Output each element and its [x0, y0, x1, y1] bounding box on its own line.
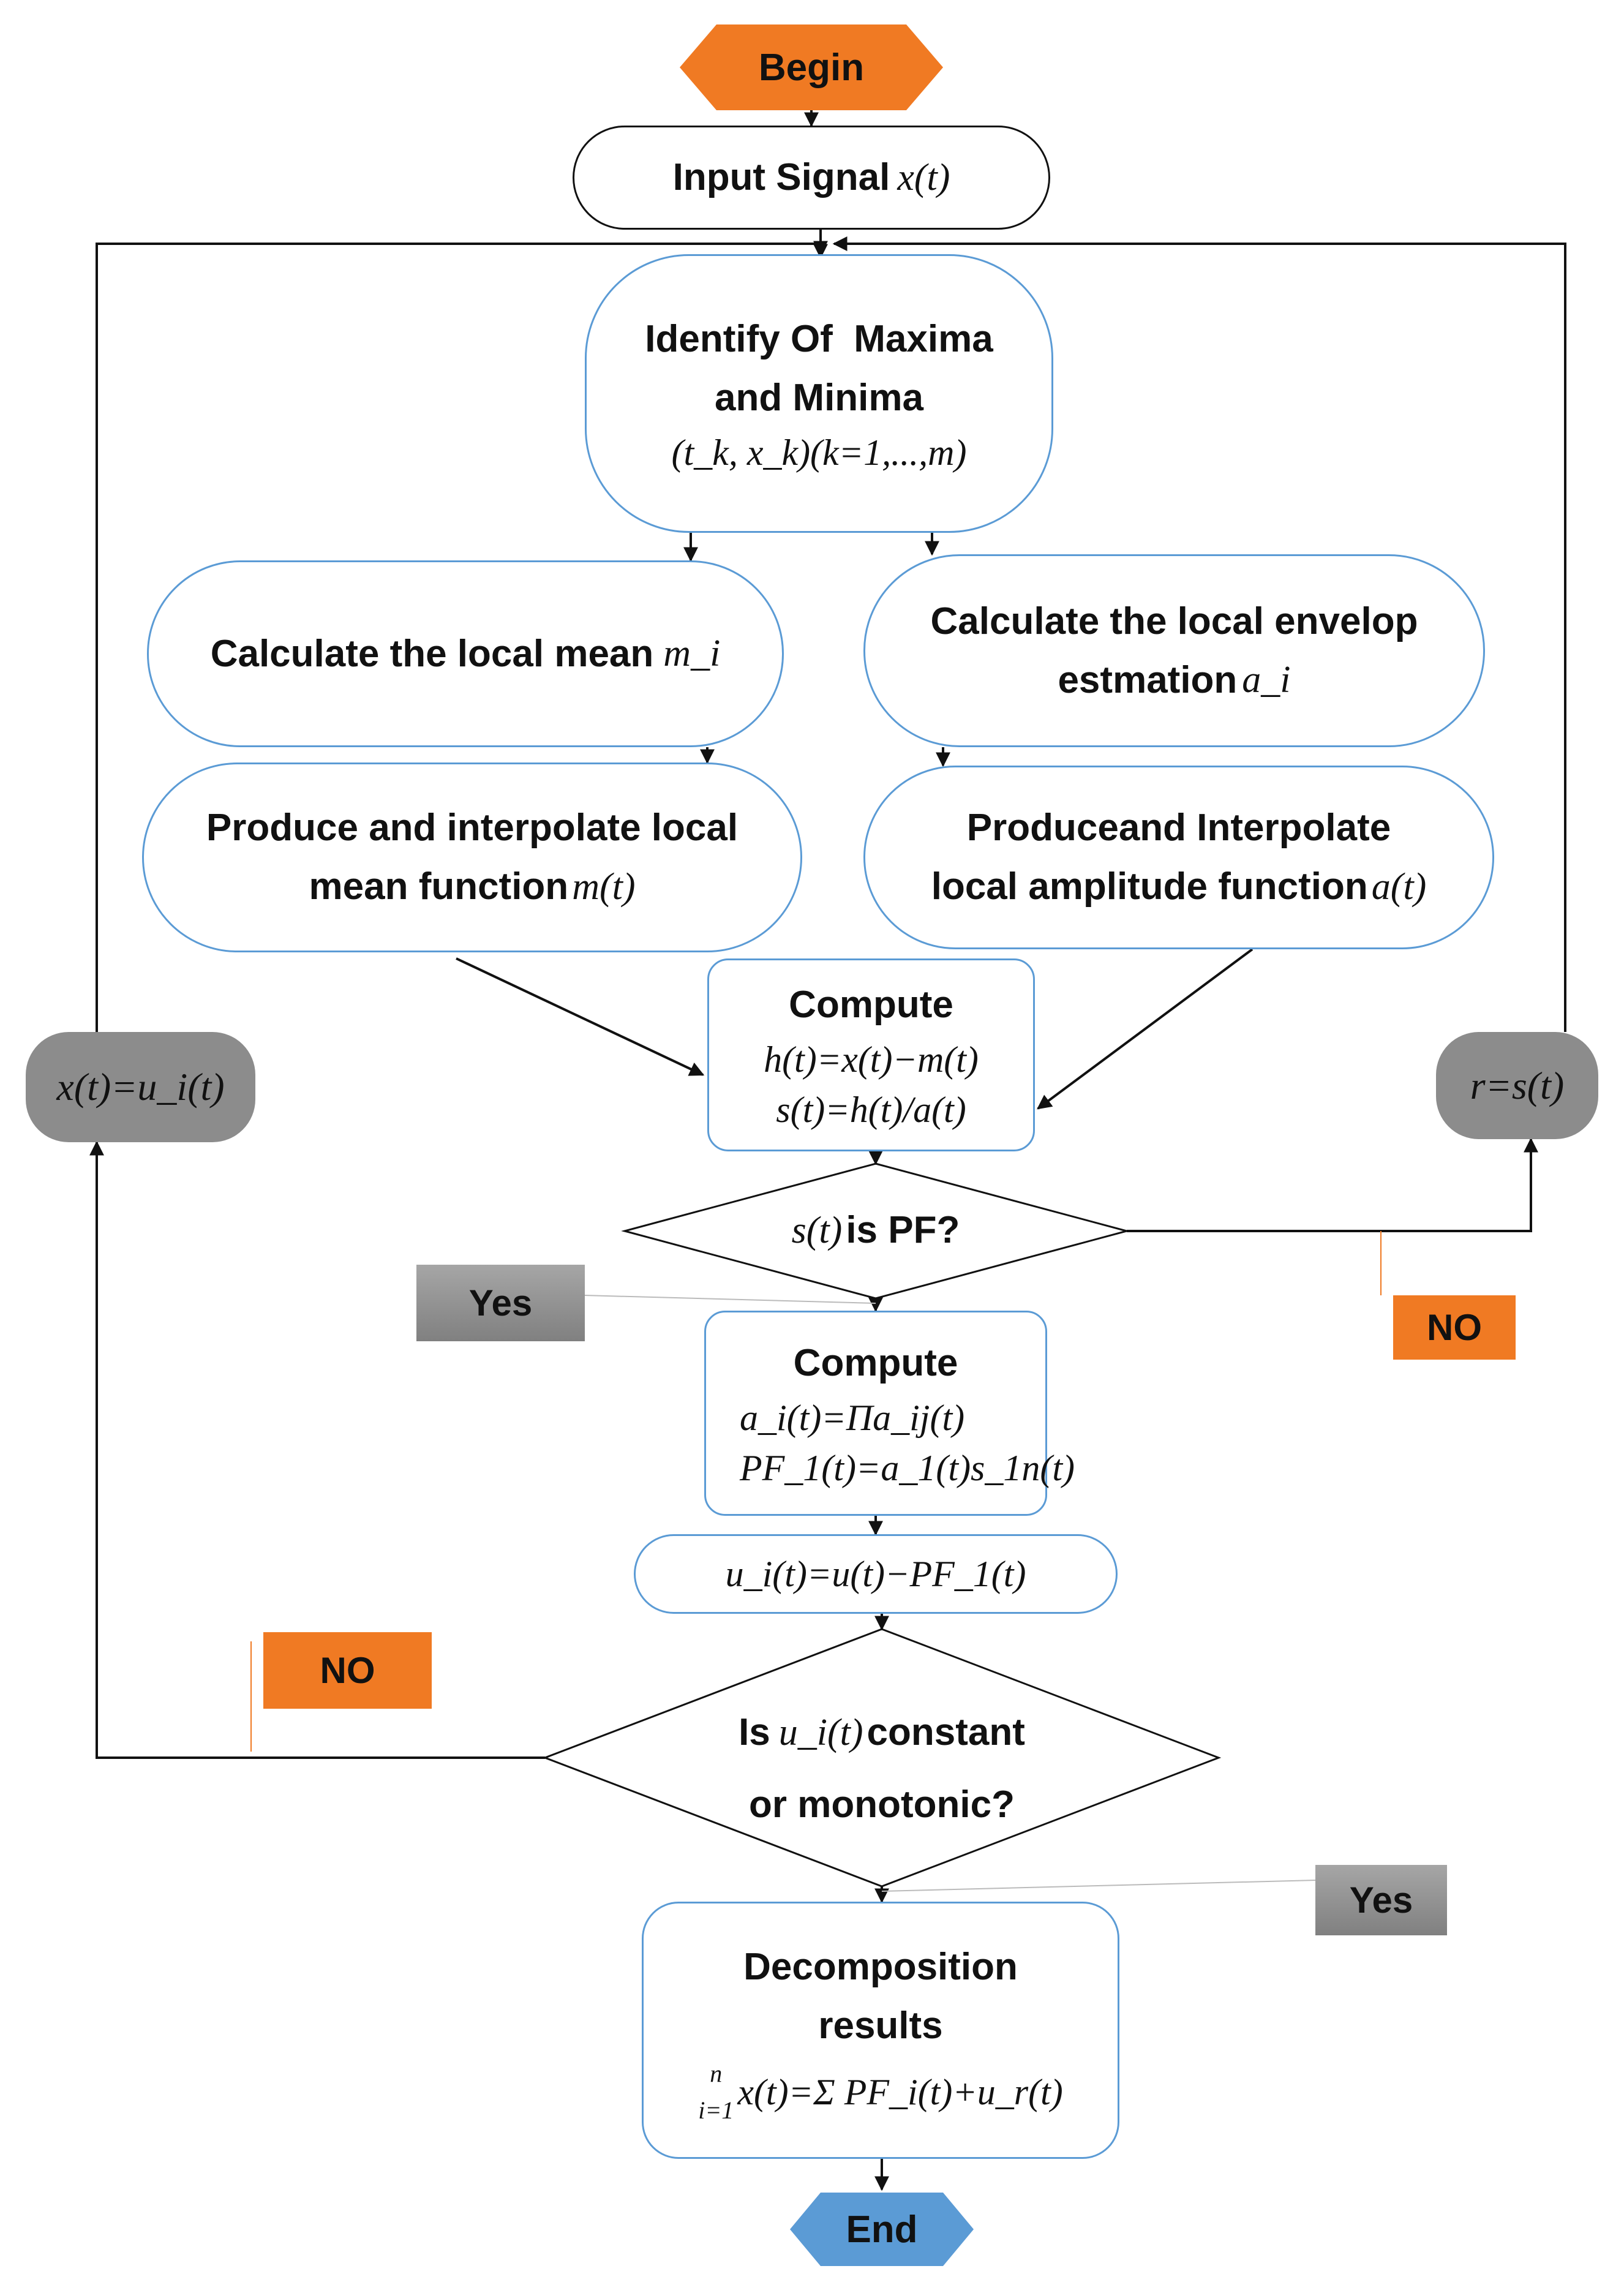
pf-decision-label: is PF?: [846, 1209, 960, 1251]
arrow-monodecision-no: [89, 1140, 545, 1759]
no-tag-pf: NO: [1393, 1295, 1516, 1360]
input-signal-label: Input Signal: [672, 156, 890, 198]
local-envelope-line2: estmation: [1058, 658, 1238, 701]
pf-decision-math: s(t): [791, 1210, 843, 1251]
local-envelope-line1: Calculate the local envelop: [930, 600, 1418, 642]
compute-signal-eq1: h(t)=x(t)−m(t): [764, 1039, 979, 1080]
results-line1: Decomposition: [743, 1946, 1018, 1988]
local-mean-label: Calculate the local mean: [210, 632, 654, 675]
local-envelope-math: a_i: [1242, 659, 1291, 701]
right-update-box: r=s(t): [1436, 1032, 1598, 1139]
identify-line2: and Minima: [714, 376, 924, 419]
mono-decision-math: u_i(t): [778, 1712, 863, 1753]
compute-signal-eq2: s(t)=h(t)/a(t): [776, 1089, 966, 1130]
results-eq: x(t)=Σ PF_i(t)+u_r(t): [737, 2072, 1063, 2112]
no-tag-mono: NO: [263, 1632, 432, 1709]
arrow-pfdecision-no: [1127, 1137, 1538, 1232]
identify-line1: Identify Of Maxima: [645, 317, 993, 360]
left-update-box: x(t)=u_i(t): [26, 1032, 255, 1142]
input-signal-box: Input Signal x(t): [573, 126, 1050, 230]
results-sum-lower: i=1: [698, 2096, 734, 2124]
mean-function-line1: Produce and interpolate local: [206, 807, 739, 849]
begin-terminal-shape: [680, 24, 943, 110]
compute-signal-title: Compute: [789, 983, 953, 1026]
identify-math: (t_k, x_k)(k=1,...,m): [671, 432, 967, 473]
compute-pf-title: Compute: [793, 1341, 958, 1384]
end-terminal-shape: [790, 2193, 974, 2266]
results-line2: results: [818, 2005, 943, 2047]
compute-signal-box: Compute h(t)=x(t)−m(t) s(t)=h(t)/a(t): [707, 958, 1035, 1151]
mono-decision-line2: or monotonic?: [749, 1783, 1015, 1826]
yes-tag-mono: Yes: [1315, 1865, 1447, 1935]
results-box: Decomposition results n i=1 x(t)=Σ PF_i(…: [642, 1902, 1119, 2159]
yes-pointer-line-2: [881, 1880, 1316, 1892]
mean-function-line2: mean function: [309, 865, 569, 908]
residual-update-box: u_i(t)=u(t)−PF_1(t): [634, 1534, 1118, 1614]
mean-function-box: Produce and interpolate local mean funct…: [142, 762, 802, 952]
compute-pf-eq2: PF_1(t)=a_1(t)s_1n(t): [740, 1447, 1075, 1488]
residual-update-eq: u_i(t)=u(t)−PF_1(t): [725, 1554, 1026, 1594]
local-mean-math: m_i: [663, 633, 721, 674]
begin-label: Begin: [758, 46, 865, 89]
input-signal-math: x(t): [897, 156, 950, 198]
yes-tag-pf: Yes: [416, 1265, 585, 1341]
end-label: End: [846, 2208, 918, 2251]
results-sum-upper: n: [710, 2060, 723, 2087]
compute-pf-eq1: a_i(t)=Πa_ij(t): [740, 1397, 965, 1438]
pf-decision-text: s(t) is PF?: [686, 1194, 1066, 1267]
amplitude-function-math: a(t): [1371, 865, 1427, 908]
arrow-ampfunc-compute: [1037, 948, 1254, 1110]
yes-pointer-line: [584, 1295, 876, 1304]
identify-extrema-box: Identify Of Maxima and Minima (t_k, x_k)…: [585, 254, 1053, 533]
arrow-meanfunc-compute: [456, 957, 705, 1076]
mono-decision-pre: Is: [739, 1711, 770, 1753]
mean-function-math: m(t): [572, 865, 636, 908]
local-mean-box: Calculate the local mean m_i: [147, 560, 784, 747]
amplitude-function-line1: Produceand Interpolate: [966, 807, 1391, 849]
mono-decision-text: Is u_i(t) constant or monotonic?: [674, 1696, 1090, 1841]
arrow-left-loop: [96, 243, 828, 1032]
arrow-right-loop: [832, 236, 1566, 1032]
mono-decision-post: constant: [867, 1711, 1025, 1753]
local-envelope-box: Calculate the local envelop estmation a_…: [863, 554, 1485, 747]
amplitude-function-line2: local amplitude function: [931, 865, 1368, 908]
compute-pf-box: Compute a_i(t)=Πa_ij(t) PF_1(t)=a_1(t)s_…: [704, 1311, 1075, 1516]
amplitude-function-box: Produceand Interpolate local amplitude f…: [863, 766, 1494, 949]
